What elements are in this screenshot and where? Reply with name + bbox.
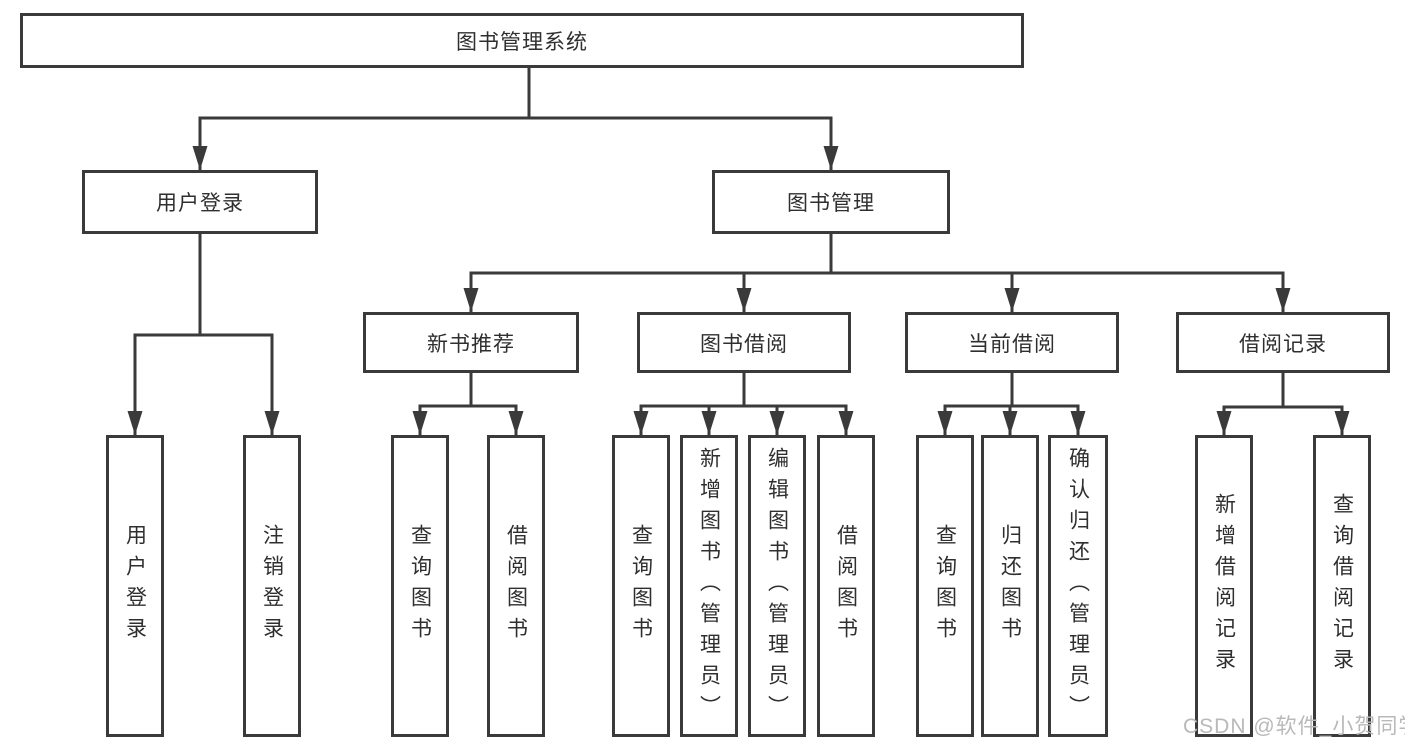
leaf-bb-edit-books-admin: 编辑图书（管理员） [748, 435, 806, 737]
csdn-watermark: CSDN @软件_小贺同学 [1183, 715, 1405, 738]
connector-new-book-recommend [412, 373, 524, 435]
leaf-cb-return-books: 归还图书 [981, 435, 1039, 737]
leaf-cb-query-books: 查询图书 [916, 435, 974, 737]
connector-book-management [463, 234, 1291, 312]
leaf-user-login: 用户登录 [106, 435, 164, 737]
leaf-logout: 注销登录 [243, 435, 301, 737]
leaf-bb-add-books-admin: 新增图书（管理员） [680, 435, 738, 737]
leaf-bb-query-books: 查询图书 [612, 435, 670, 737]
leaf-bb-borrow-books: 借阅图书 [817, 435, 875, 737]
leaf-br-query-record: 查询借阅记录 [1313, 435, 1371, 737]
node-user-login: 用户登录 [82, 170, 318, 234]
connector-current-borrow [937, 373, 1086, 435]
node-borrow-records: 借阅记录 [1176, 312, 1390, 373]
connector-user-login [127, 234, 280, 435]
node-new-book-recommend: 新书推荐 [363, 312, 579, 373]
node-root: 图书管理系统 [20, 13, 1024, 68]
connector-root [192, 68, 839, 170]
leaf-nb-query-books: 查询图书 [391, 435, 449, 737]
leaf-br-add-record: 新增借阅记录 [1195, 435, 1253, 737]
node-book-management: 图书管理 [712, 170, 950, 234]
node-book-borrow: 图书借阅 [637, 312, 851, 373]
connector-book-borrow [633, 373, 854, 435]
node-current-borrow: 当前借阅 [905, 312, 1119, 373]
connector-borrow-records [1216, 373, 1350, 435]
leaf-nb-borrow-books: 借阅图书 [487, 435, 545, 737]
leaf-cb-confirm-return-admin: 确认归还（管理员） [1048, 435, 1108, 737]
